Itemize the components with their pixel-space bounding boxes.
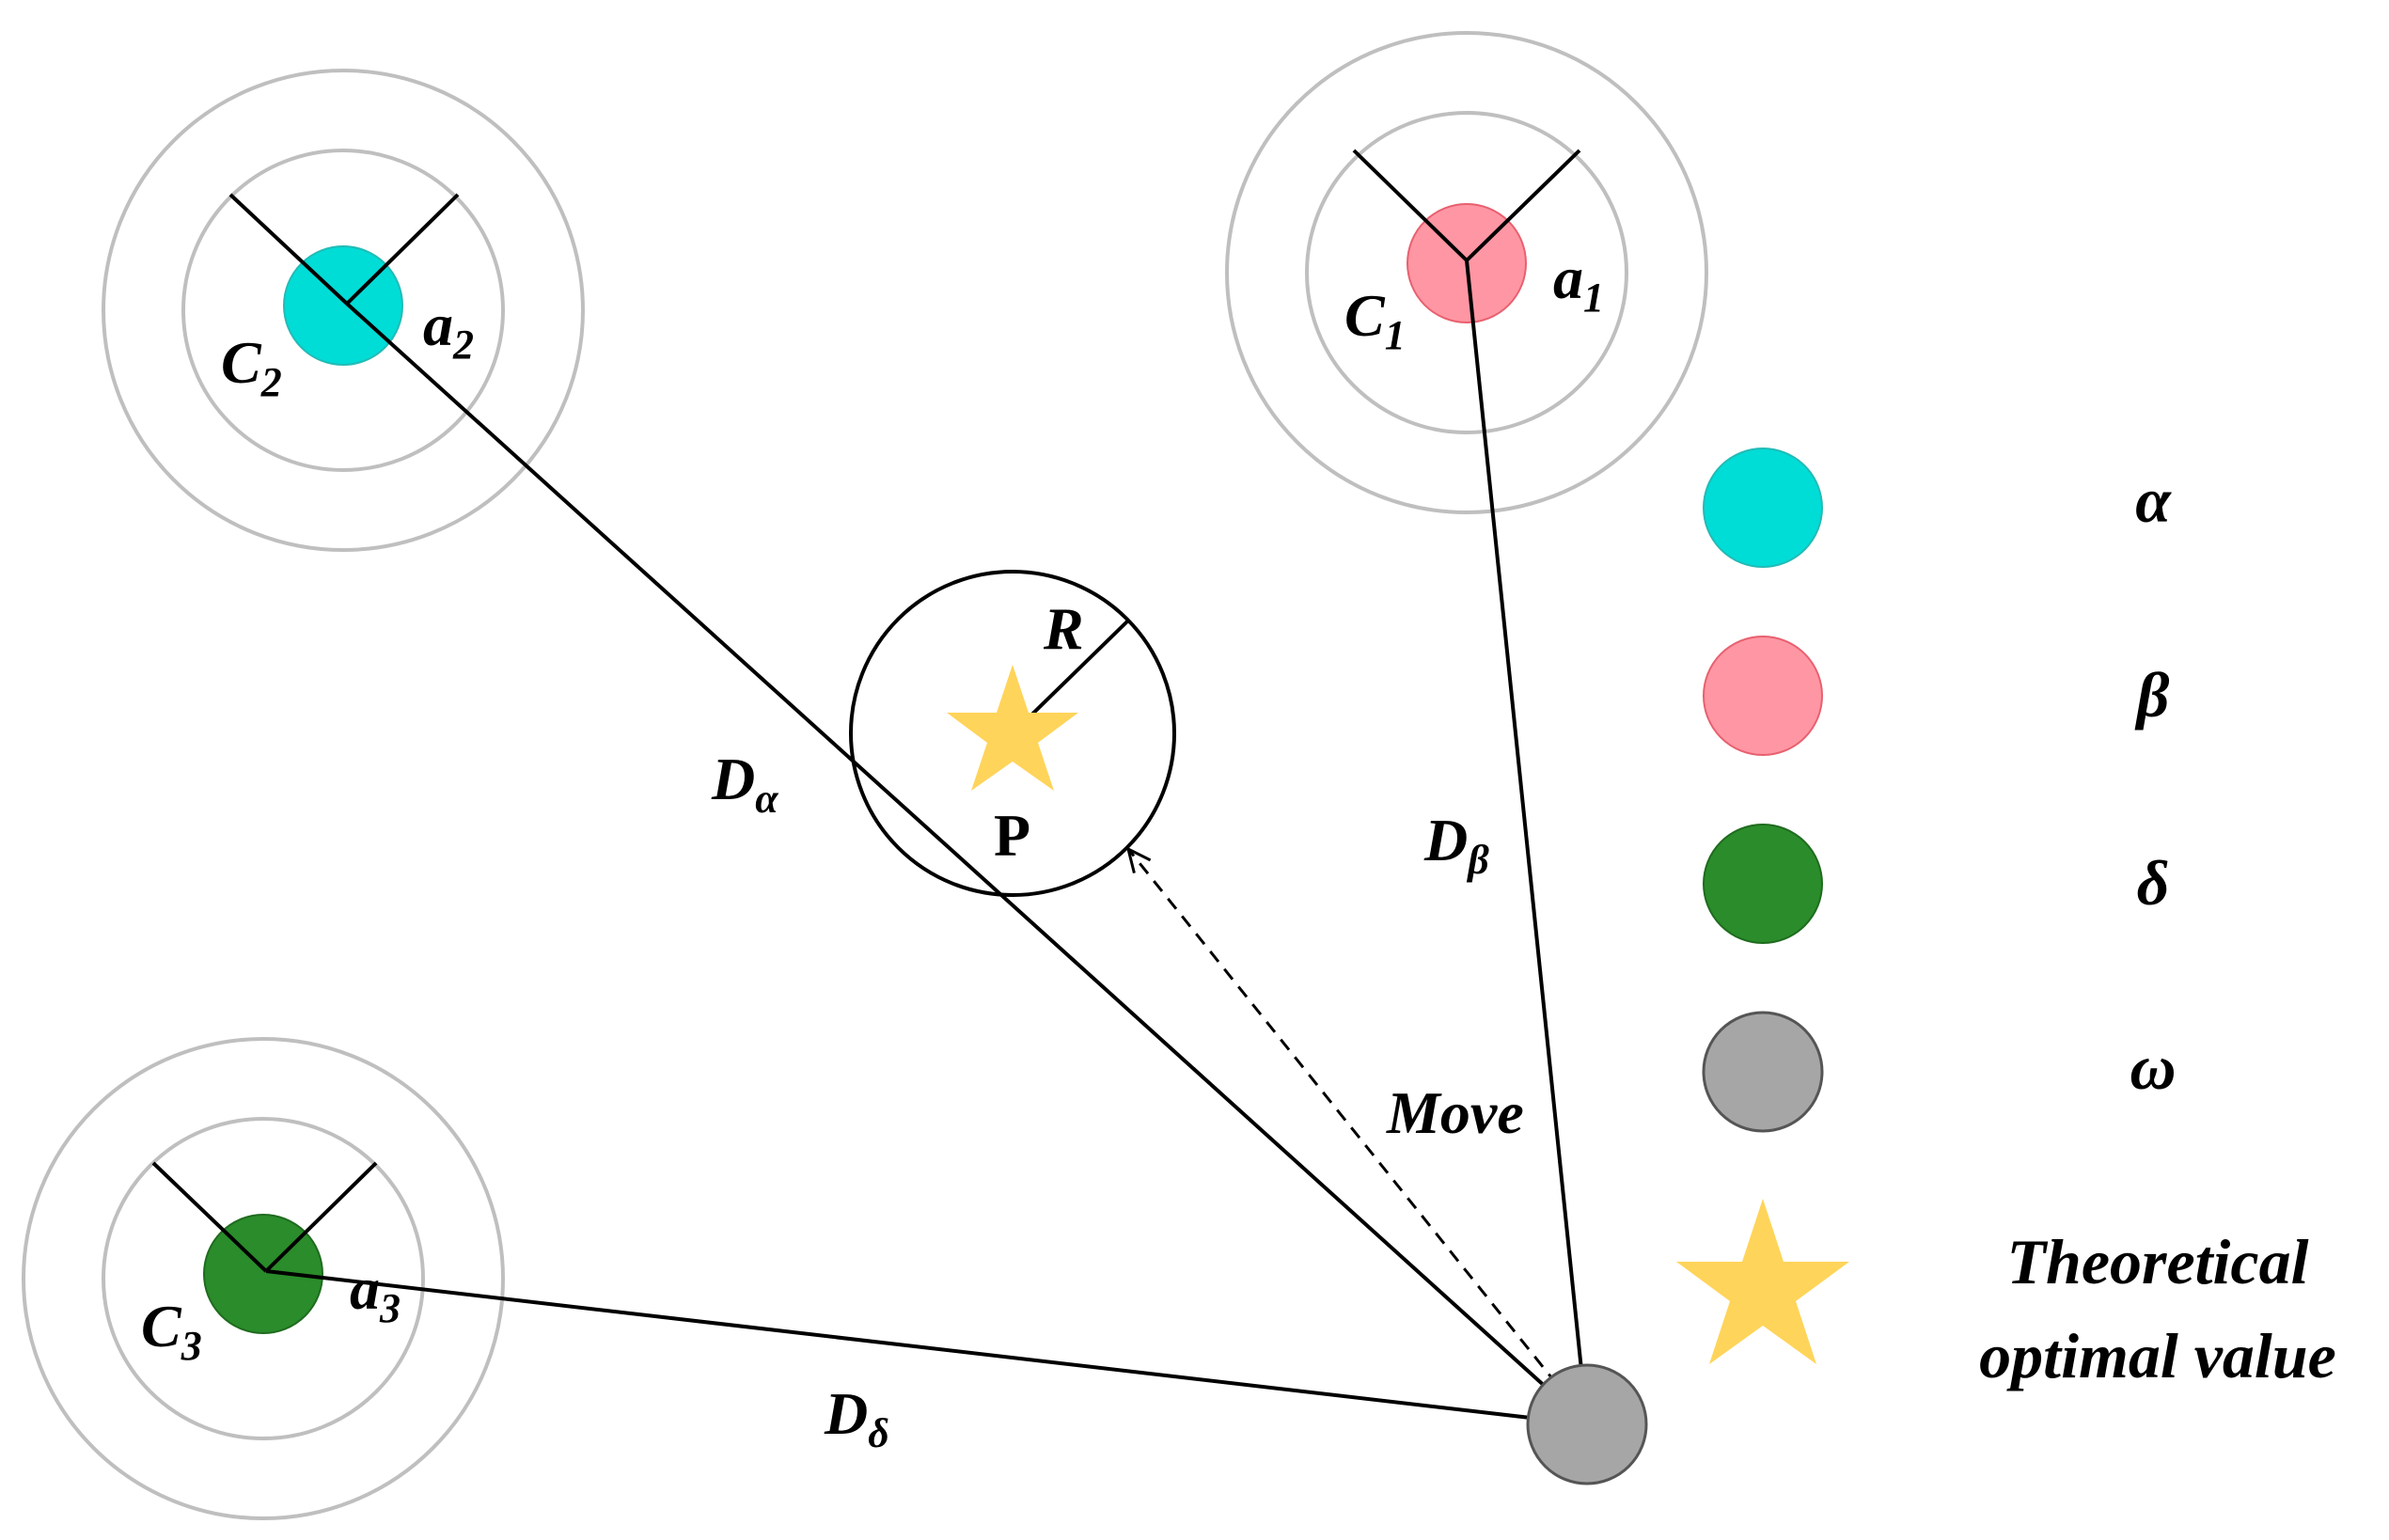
d-alpha-line (345, 302, 1589, 1426)
label-c3: C3 (141, 1293, 202, 1369)
legend-omega-label: ω (2130, 1031, 2176, 1103)
label-r: R (1043, 595, 1084, 662)
label-d-beta: Dβ (1423, 807, 1489, 883)
legend-delta-swatch (1703, 824, 1823, 944)
omega-wolf-dot (1526, 1363, 1648, 1485)
label-a1: a1 (1553, 244, 1604, 321)
label-d-alpha: Dα (711, 746, 778, 822)
label-c1: C1 (1344, 282, 1406, 358)
label-move: Move (1386, 1079, 1524, 1146)
wolf-c1-group (1225, 31, 1708, 514)
d-delta-line (265, 1269, 1588, 1426)
label-p: P (994, 802, 1030, 869)
c1-v-left (1352, 149, 1469, 262)
d-beta-line (1465, 259, 1589, 1425)
c1-outer-ring (1225, 31, 1708, 514)
optimal-star-icon (947, 665, 1078, 791)
c2-v-left (228, 193, 349, 306)
wolf-c2-group (102, 69, 585, 552)
legend-delta-label: δ (2137, 847, 2170, 919)
c1-v-right (1465, 149, 1581, 262)
legend-alpha-label: α (2135, 464, 2172, 536)
legend-alpha-swatch (1703, 448, 1823, 568)
wolf-c3-group (22, 1037, 505, 1520)
label-d-delta: Dδ (824, 1380, 889, 1456)
label-a3: a3 (350, 1255, 401, 1331)
c3-outer-ring (22, 1037, 505, 1520)
legend-star-icon (1676, 1199, 1849, 1364)
label-c2: C2 (221, 329, 282, 405)
search-radius-circle (849, 570, 1176, 897)
c2-outer-ring (102, 69, 585, 552)
move-arrow (1125, 846, 1587, 1421)
legend-omega-swatch (1702, 1011, 1824, 1133)
legend: α β δ ω Theoretical optimal value (1676, 448, 2336, 1391)
legend-beta-swatch (1703, 636, 1823, 756)
c2-v-right (345, 193, 460, 306)
c3-v-right (264, 1161, 378, 1273)
c3-v-left (151, 1161, 268, 1273)
c2-inner-ring (181, 149, 505, 472)
c1-inner-ring (1305, 111, 1628, 434)
legend-star-label-line2: optimal value (1979, 1320, 2336, 1391)
legend-star-label-line1: Theoretical (2006, 1226, 2308, 1297)
c3-inner-ring (102, 1117, 425, 1440)
legend-beta-label: β (2134, 659, 2170, 731)
label-a2: a2 (423, 291, 474, 368)
